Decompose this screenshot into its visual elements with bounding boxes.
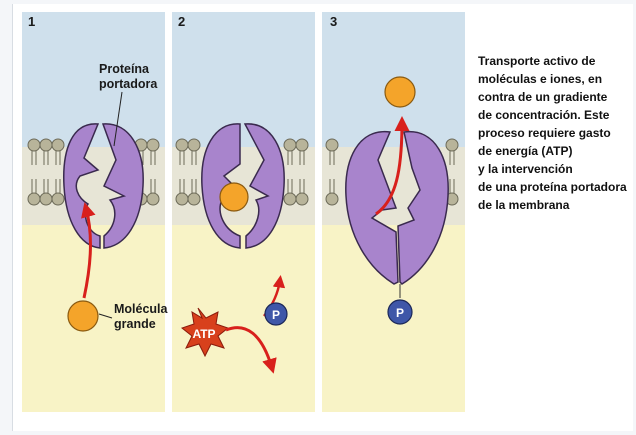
atp-label: ATP — [192, 327, 215, 341]
caption-line: proceso requiere gasto — [478, 124, 634, 142]
molecule-label-line1: Molécula — [114, 302, 168, 317]
caption-line: de una proteína portadora — [478, 178, 634, 196]
panel-2-molecule — [220, 183, 248, 211]
caption-line: y la intervención — [478, 160, 634, 178]
panel-3: P — [322, 12, 465, 412]
caption-line: Transporte activo de — [478, 52, 634, 70]
carrier-protein-label-line2: portadora — [99, 77, 157, 92]
panel-3-molecule — [385, 77, 415, 107]
panel-2-phosphate: P — [265, 303, 287, 325]
caption-line: contra de un gradiente — [478, 88, 634, 106]
caption-line: de concentración. Este — [478, 106, 634, 124]
panel-3-phosphate: P — [388, 300, 412, 324]
panel-2: ATP P — [172, 12, 315, 412]
panel-1-number: 1 — [28, 14, 35, 29]
caption-line: de la membrana — [478, 196, 634, 214]
carrier-protein-label: Proteína portadora — [99, 62, 157, 92]
panel-3-number: 3 — [330, 14, 337, 29]
molecule-label-line2: grande — [114, 317, 168, 332]
carrier-protein-label-line1: Proteína — [99, 62, 157, 77]
phosphate-label-2: P — [272, 308, 280, 322]
phosphate-label-3: P — [396, 306, 404, 320]
panel-2-number: 2 — [178, 14, 185, 29]
panel-1-molecule — [68, 301, 98, 331]
caption-line: moléculas e iones, en — [478, 70, 634, 88]
molecule-label: Molécula grande — [114, 302, 168, 332]
panel-2-extracellular-fluid — [172, 12, 315, 147]
caption-text: Transporte activo de moléculas e iones, … — [478, 52, 634, 214]
caption-line: de energía (ATP) — [478, 142, 634, 160]
